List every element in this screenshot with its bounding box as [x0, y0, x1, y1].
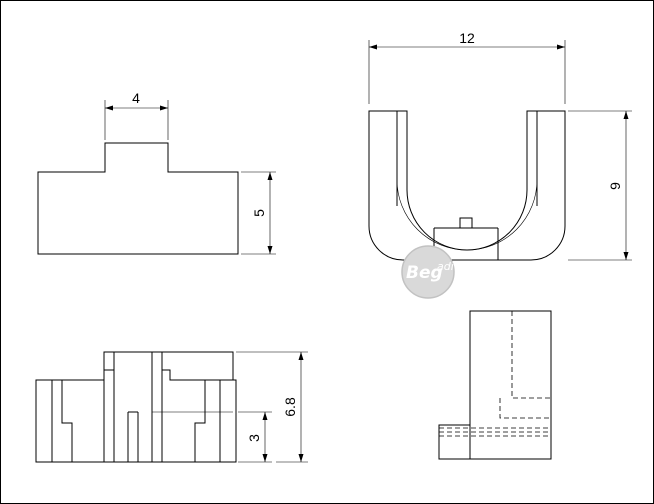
center-pin [459, 217, 473, 229]
begadi-logo: Beg adi [401, 245, 455, 299]
view-bottom-left: 3 6.8 [35, 351, 308, 463]
part-outline-bottom-left [35, 351, 237, 463]
part-outline-top-left [37, 142, 239, 255]
dim-label-top-left-width: 4 [132, 90, 140, 106]
view-top-right: 12 9 [368, 30, 632, 261]
hidden-lines [439, 311, 551, 437]
part-outline-u-shape [368, 110, 566, 261]
dim-label-bottom-left-partial: 3 [246, 434, 262, 442]
part-outline-bottom-right [438, 310, 552, 460]
logo-brand-suffix: adi [437, 260, 454, 273]
logo-brand-text: Beg [406, 263, 443, 283]
dim-label-top-left-height: 5 [251, 209, 267, 217]
dim-label-bottom-left-total: 6.8 [282, 397, 298, 417]
view-top-left: 4 5 [37, 90, 276, 255]
dim-label-top-right-height: 9 [607, 182, 623, 190]
view-bottom-right [438, 310, 552, 460]
dim-label-top-right-width: 12 [459, 30, 475, 46]
